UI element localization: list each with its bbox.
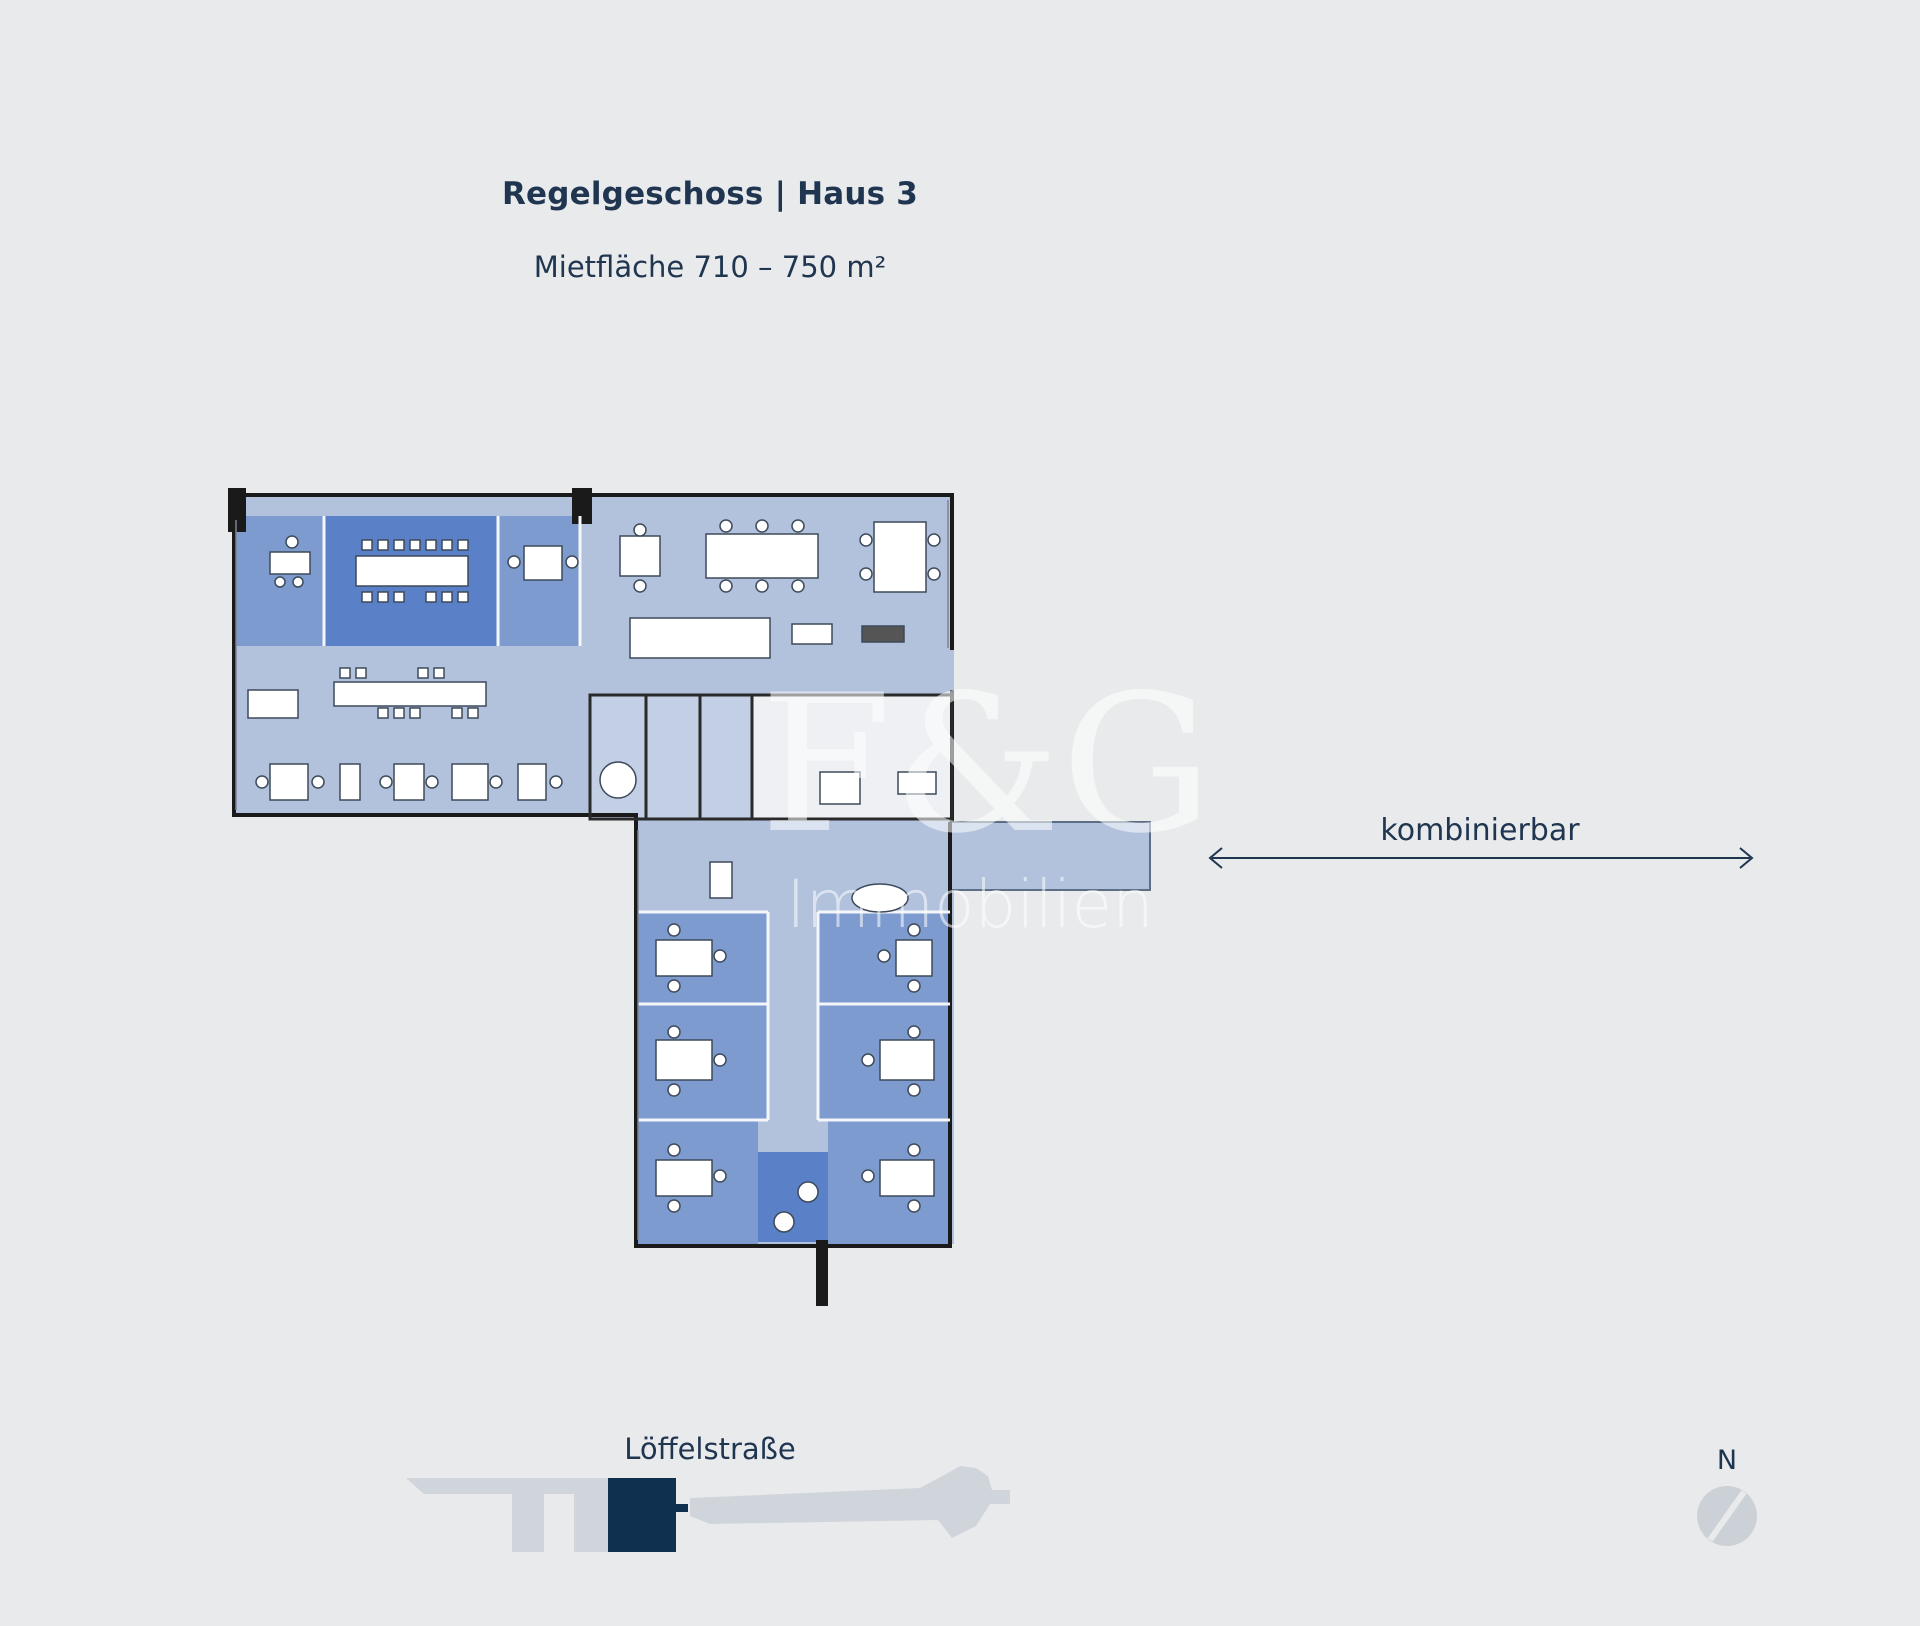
combinable-arrow	[1208, 847, 1754, 869]
site-plan	[406, 1466, 1010, 1552]
chairs	[255, 519, 941, 1233]
compass-label: N	[1716, 1445, 1738, 1476]
office-room	[498, 516, 580, 646]
north-compass-icon	[1697, 1486, 1757, 1546]
furniture	[247, 521, 937, 1197]
rental-area-subtitle: Mietfläche 710 – 750 m²	[533, 250, 887, 284]
plan-title: Regelgeschoss | Haus 3	[501, 176, 919, 212]
combinable-label: kombinierbar	[1380, 813, 1580, 848]
wall-columns	[228, 488, 828, 1306]
core-walls	[588, 693, 954, 821]
highlight-building-wing	[676, 1504, 688, 1512]
sanitary-core	[590, 695, 752, 819]
neighbor-buildings	[406, 1466, 1010, 1552]
partitions	[322, 516, 950, 1122]
highlight-building-haus-3	[608, 1478, 676, 1552]
connector-corridor	[949, 821, 1151, 891]
street-label: Löffelstraße	[624, 1432, 796, 1466]
window-marks	[235, 500, 949, 1240]
floor-plan	[228, 488, 1151, 1306]
